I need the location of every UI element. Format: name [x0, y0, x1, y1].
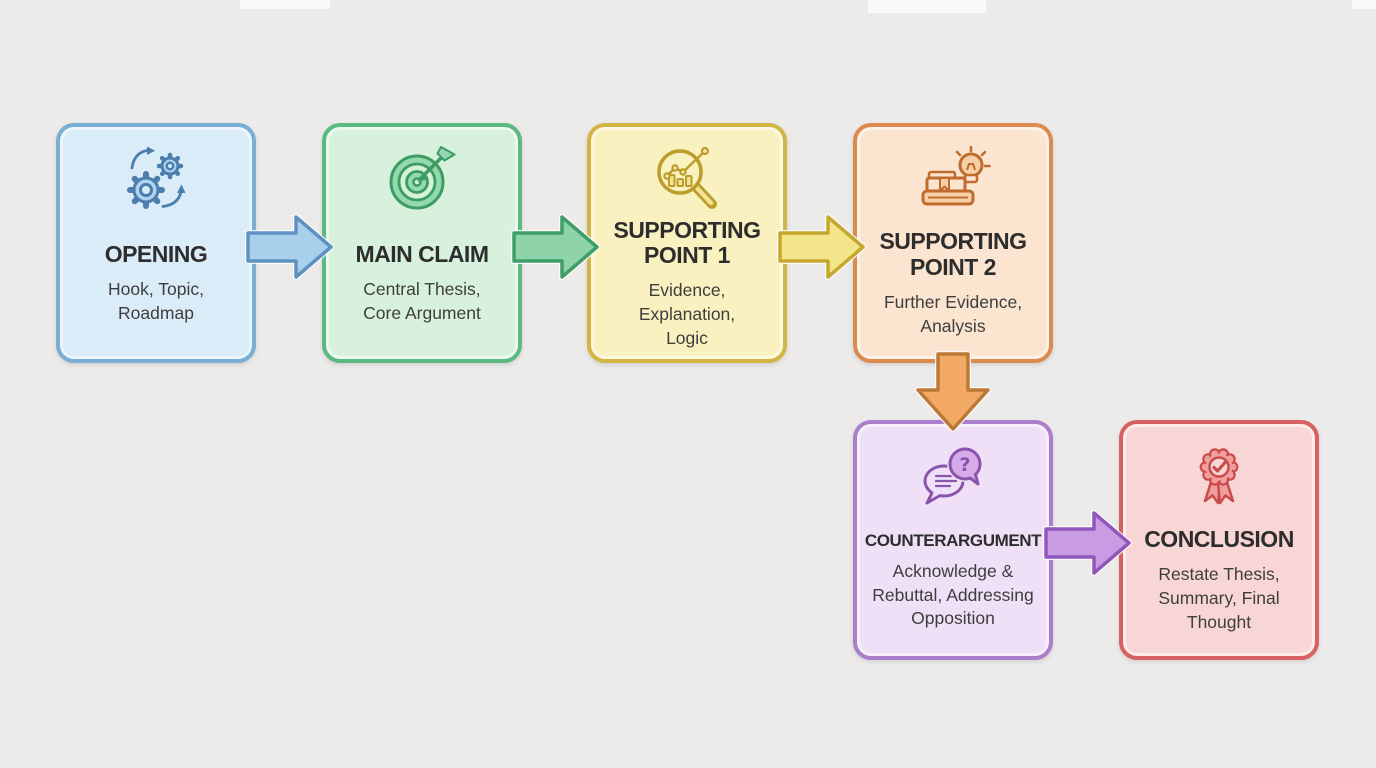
arrow-supporting-point-2-to-counterargument	[915, 351, 991, 432]
node-title: SUPPORTING POINT 1	[613, 216, 761, 269]
render-artifact	[240, 0, 330, 9]
award-ribbon-icon	[1181, 436, 1257, 516]
node-title: OPENING	[104, 241, 208, 268]
magnifier-chart-icon	[649, 139, 725, 219]
node-counterargument: ? COUNTERARGUMENT Acknowledge & Rebuttal…	[853, 420, 1053, 660]
node-opening: OPENING Hook, Topic, Roadmap	[56, 123, 256, 363]
render-artifact	[1352, 0, 1376, 9]
node-text: CONCLUSION Restate Thesis, Summary, Fina…	[1144, 516, 1294, 646]
node-supporting-point-2: SUPPORTING POINT 2 Further Evidence, Ana…	[853, 123, 1053, 363]
node-supporting-point-1: SUPPORTING POINT 1 Evidence, Explanation…	[587, 123, 787, 363]
target-icon	[384, 139, 460, 219]
node-subtitle: Evidence, Explanation, Logic	[638, 280, 736, 348]
svg-text:?: ?	[959, 454, 970, 476]
arrow-supporting-point-1-to-supporting-point-2	[777, 214, 866, 280]
arrow-counterargument-to-conclusion	[1043, 510, 1132, 576]
node-main-claim: MAIN CLAIM Central Thesis, Core Argument	[322, 123, 522, 363]
node-title: MAIN CLAIM	[355, 241, 489, 268]
node-title: SUPPORTING POINT 2	[879, 228, 1027, 281]
node-title: CONCLUSION	[1144, 526, 1294, 553]
node-conclusion: CONCLUSION Restate Thesis, Summary, Fina…	[1119, 420, 1319, 660]
node-subtitle: Central Thesis, Core Argument	[363, 279, 481, 323]
node-subtitle: Restate Thesis, Summary, Final Thought	[1158, 564, 1280, 632]
node-subtitle: Hook, Topic, Roadmap	[108, 279, 204, 323]
node-text: MAIN CLAIM Central Thesis, Core Argument	[356, 219, 489, 349]
node-text: OPENING Hook, Topic, Roadmap	[105, 219, 208, 349]
node-title: COUNTERARGUMENT	[864, 530, 1042, 550]
gears-icon	[118, 139, 194, 219]
node-text: SUPPORTING POINT 1 Evidence, Explanation…	[597, 216, 777, 349]
node-subtitle: Acknowledge & Rebuttal, Addressing Oppos…	[872, 560, 1034, 629]
speech-bubbles-icon: ?	[915, 436, 991, 516]
node-text: SUPPORTING POINT 2 Further Evidence, Ana…	[863, 219, 1043, 349]
node-subtitle: Further Evidence, Analysis	[883, 291, 1023, 336]
arrow-main-claim-to-supporting-point-1	[511, 214, 600, 280]
arrow-opening-to-main-claim	[245, 214, 334, 280]
books-lightbulb-icon	[915, 139, 991, 219]
render-artifact	[868, 0, 986, 13]
node-text: COUNTERARGUMENT Acknowledge & Rebuttal, …	[864, 516, 1042, 646]
